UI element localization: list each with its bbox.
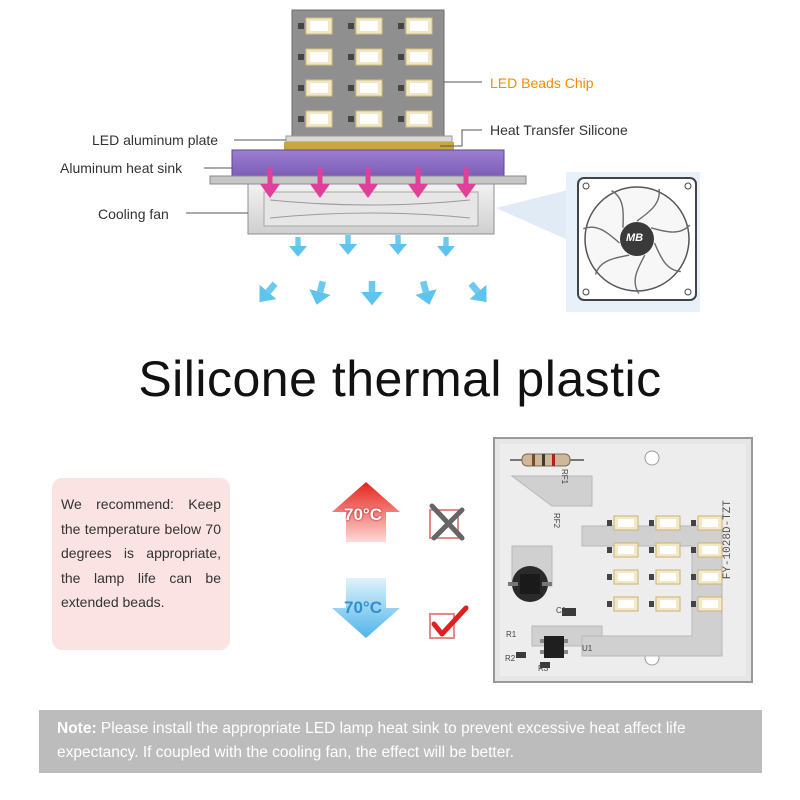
heat-arrow xyxy=(260,168,280,198)
label-heat-transfer-silicone: Heat Transfer Silicone xyxy=(490,122,628,138)
board-led-bead xyxy=(649,596,681,612)
airflow-arrow xyxy=(259,281,278,303)
airflow-arrows xyxy=(259,235,487,306)
label-aluminum-heat-sink: Aluminum heat sink xyxy=(60,160,183,176)
led-bead xyxy=(348,17,383,35)
note-bar: Note: Please install the appropriate LED… xyxy=(39,710,762,773)
led-bead xyxy=(348,110,383,128)
board-led-bead xyxy=(649,542,681,558)
board-led-bead xyxy=(691,596,723,612)
board-label-r3: R3 xyxy=(538,664,549,673)
board-led-bead xyxy=(691,515,723,531)
led-bead xyxy=(398,17,433,35)
label-led-aluminum-plate: LED aluminum plate xyxy=(92,132,219,148)
airflow-arrow xyxy=(389,235,407,255)
heat-arrow xyxy=(310,168,330,198)
label-led-beads-chip: LED Beads Chip xyxy=(490,75,594,91)
led-bead xyxy=(398,110,433,128)
airflow-arrow xyxy=(415,280,437,305)
check-icon xyxy=(429,605,469,639)
temperature-indicators xyxy=(332,482,469,639)
low-temp-arrow xyxy=(332,578,400,638)
board-led-bead xyxy=(649,515,681,531)
led-bead xyxy=(398,48,433,66)
fan-logo: MB xyxy=(626,232,644,244)
board-label-c1: C1 xyxy=(556,606,567,615)
board-led-bead xyxy=(691,542,723,558)
board-model-label: FY-1028D-TZT xyxy=(722,500,734,580)
airflow-arrow xyxy=(339,235,357,255)
board-label-u1: U1 xyxy=(582,644,593,653)
note-text: Note: Please install the appropriate LED… xyxy=(57,717,750,765)
high-temp-label: 70°C xyxy=(344,505,382,524)
note-body: Please install the appropriate LED lamp … xyxy=(57,720,686,761)
board-led-beads xyxy=(607,515,723,612)
board-led-bead xyxy=(649,569,681,585)
airflow-arrow xyxy=(437,237,455,257)
driver-ic xyxy=(540,636,568,658)
airflow-arrow xyxy=(289,237,307,257)
board-label-r2: R2 xyxy=(505,654,516,663)
board-label-rf2: RF2 xyxy=(552,512,562,529)
led-bead xyxy=(348,48,383,66)
low-temp-label: 70°C xyxy=(344,598,382,617)
led-beads-chip xyxy=(291,9,445,139)
led-bead xyxy=(298,110,333,128)
board-label-rf1: RF1 xyxy=(560,468,570,485)
page-title: Silicone thermal plastic xyxy=(138,351,662,407)
board-led-bead xyxy=(691,569,723,585)
board-led-bead xyxy=(607,515,639,531)
label-cooling-fan: Cooling fan xyxy=(98,206,169,222)
led-bead xyxy=(298,17,333,35)
recommend-box: We recommend: Keep the temperature below… xyxy=(52,478,230,650)
led-bead xyxy=(298,79,333,97)
heat-transfer-silicone xyxy=(284,142,454,150)
airflow-arrow xyxy=(468,281,487,303)
high-temp-arrow xyxy=(332,482,400,542)
heat-arrow xyxy=(358,168,378,198)
airflow-arrow xyxy=(309,280,331,305)
led-bead xyxy=(348,79,383,97)
board-led-bead xyxy=(607,569,639,585)
led-bead xyxy=(298,48,333,66)
rectifier-chip xyxy=(508,566,552,602)
led-driver-board xyxy=(493,437,753,683)
led-bead xyxy=(398,79,433,97)
cross-icon xyxy=(429,503,465,541)
board-label-r1: R1 xyxy=(506,630,517,639)
resistor xyxy=(510,453,584,467)
heat-flow-arrows xyxy=(260,168,476,198)
board-led-bead xyxy=(607,596,639,612)
note-label: Note: xyxy=(57,720,97,737)
heat-arrow xyxy=(408,168,428,198)
led-aluminum-plate xyxy=(285,135,453,143)
recommend-text: We recommend: Keep the temperature below… xyxy=(61,496,221,610)
heat-arrow xyxy=(456,168,476,198)
board-led-bead xyxy=(607,542,639,558)
fan-image xyxy=(566,172,700,312)
heat-dissipation-diagram xyxy=(186,9,700,312)
airflow-arrow xyxy=(361,281,383,306)
